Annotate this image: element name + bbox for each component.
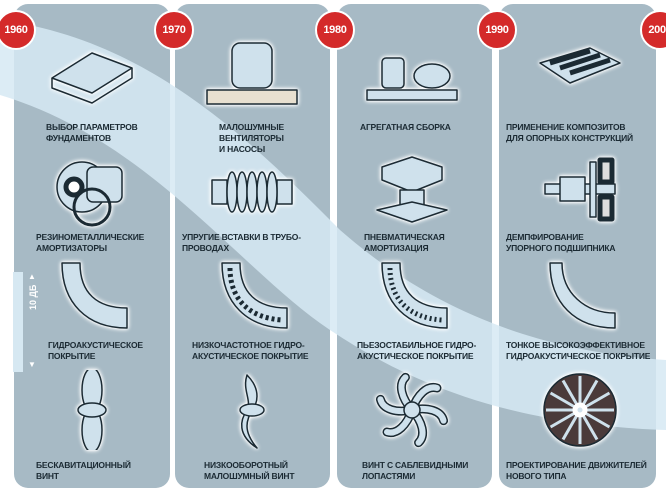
year-badge-1990: 1990 — [477, 10, 517, 50]
item-label: ВИНТ С САБЛЕВИДНЫМИ ЛОПАСТЯМИ — [362, 460, 469, 481]
year-badge-1960: 1960 — [0, 10, 36, 50]
foundation-icon — [42, 38, 142, 123]
scale-label: 10 ДБ — [28, 284, 38, 310]
item-label: АГРЕГАТНАЯ СБОРКА — [360, 122, 451, 132]
piezo-coating-icon — [362, 258, 462, 343]
thin-coating-icon — [530, 258, 630, 343]
item-label: УПРУГИЕ ВСТАВКИ В ТРУБО- ПРОВОДАХ — [182, 232, 301, 253]
item-label: НИЗКОЧАСТОТНОЕ ГИДРО- АКУСТИЧЕСКОЕ ПОКРЫ… — [192, 340, 309, 361]
propeller-icon — [42, 367, 142, 455]
item-label: ДЕМПФИРОВАНИЕ УПОРНОГО ПОДШИПНИКА — [506, 232, 616, 253]
fan-pump-icon — [202, 38, 302, 123]
low-frequency-coating-icon — [202, 258, 302, 343]
hydroacoustic-coating-icon — [42, 258, 142, 343]
arrow-down-icon: ▼ — [28, 360, 36, 369]
year-badge-1980: 1980 — [315, 10, 355, 50]
skewed-propeller-icon — [362, 370, 462, 455]
item-label: ПЬЕЗОСТАБИЛЬНОЕ ГИДРО- АКУСТИЧЕСКОЕ ПОКР… — [357, 340, 477, 361]
item-label: НИЗКООБОРОТНЫЙ МАЛОШУМНЫЙ ВИНТ — [204, 460, 295, 481]
scale-bar — [13, 272, 23, 372]
arrow-up-icon: ▲ — [28, 272, 36, 281]
item-label: ПРИМЕНЕНИЕ КОМПОЗИТОВ ДЛЯ ОПОРНЫХ КОНСТР… — [506, 122, 633, 143]
item-label: ПНЕВМАТИЧЕСКАЯ АМОРТИЗАЦИЯ — [364, 232, 445, 253]
year-badge-2000: 2000 — [640, 10, 666, 50]
item-label: РЕЗИНОМЕТАЛЛИЧЕСКИЕ АМОРТИЗАТОРЫ — [36, 232, 145, 253]
bellows-icon — [202, 152, 302, 237]
pump-jet-icon — [530, 370, 630, 455]
composite-grid-icon — [530, 38, 630, 123]
item-label: ВЫБОР ПАРАМЕТРОВ ФУНДАМЕНТОВ — [46, 122, 138, 143]
item-label: БЕСКАВИТАЦИОННЫЙ ВИНТ — [36, 460, 131, 481]
item-label: ТОНКОЕ ВЫСОКОЭФФЕКТИВНОЕ ГИДРОАКУСТИЧЕСК… — [506, 340, 651, 361]
thrust-bearing-icon — [530, 152, 630, 237]
aggregate-assembly-icon — [362, 38, 462, 123]
low-rpm-propeller-icon — [202, 370, 302, 455]
year-badge-1970: 1970 — [154, 10, 194, 50]
item-label: МАЛОШУМНЫЕ ВЕНТИЛЯТОРЫ И НАСОСЫ — [219, 122, 284, 154]
item-label: ПРОЕКТИРОВАНИЕ ДВИЖИТЕЛЕЙ НОВОГО ТИПА — [506, 460, 647, 481]
rubber-metal-mount-icon — [42, 152, 142, 237]
item-label: ГИДРОАКУСТИЧЕСКОЕ ПОКРЫТИЕ — [48, 340, 143, 361]
pneumatic-mount-icon — [362, 152, 462, 237]
